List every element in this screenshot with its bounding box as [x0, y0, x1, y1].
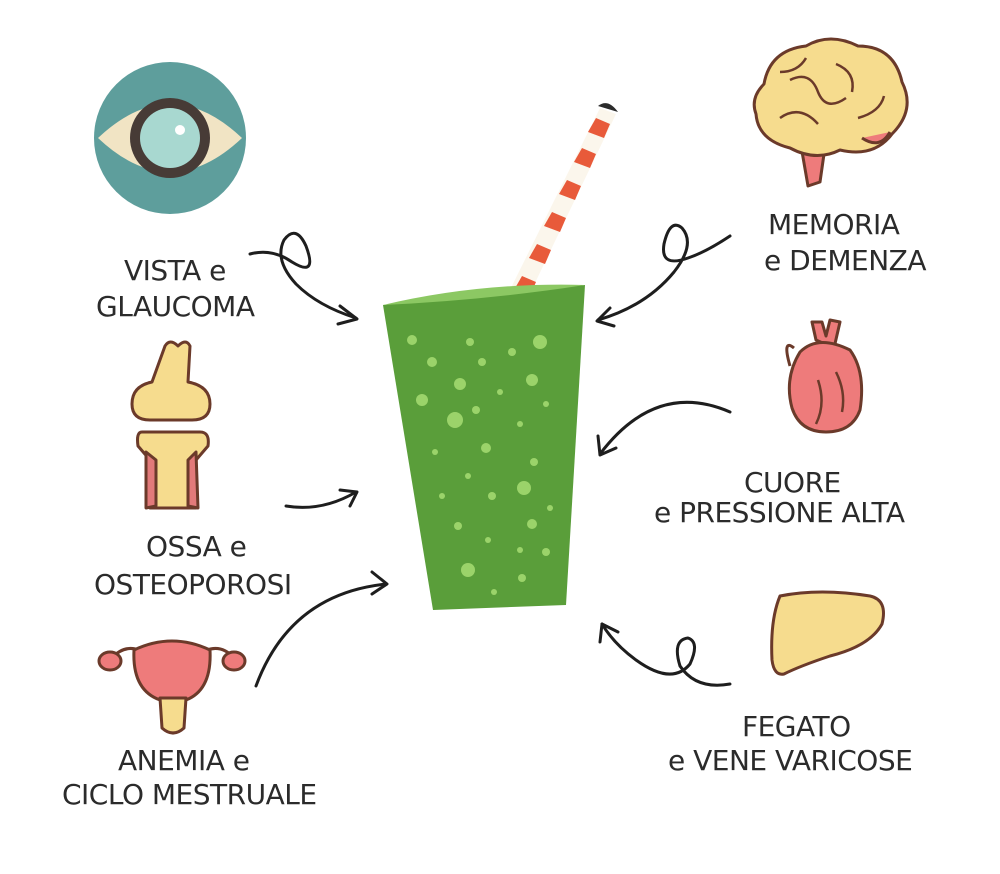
arrow-cuore — [596, 400, 732, 457]
eye-icon — [94, 62, 246, 214]
label-cuore: CUORE — [744, 466, 841, 500]
label-cuore-line2: e PRESSIONE ALTA — [654, 496, 905, 529]
arrow-anemia — [254, 570, 389, 688]
label-memoria-line1: MEMORIA — [768, 208, 900, 241]
label-memoria-2: e DEMENZA — [764, 244, 927, 278]
arrow-memoria — [595, 223, 732, 328]
bone-joint-icon — [130, 340, 212, 510]
straw-icon — [505, 103, 618, 308]
label-cuore-line1: CUORE — [744, 466, 841, 499]
label-vista: VISTA e — [124, 254, 226, 288]
label-anemia-line1: ANEMIA e — [118, 744, 250, 777]
label-anemia-line2: CICLO MESTRUALE — [62, 778, 317, 811]
arrow-vista — [248, 231, 359, 326]
liver-icon — [770, 590, 885, 676]
label-vista-line2: GLAUCOMA — [96, 290, 255, 323]
label-memoria: MEMORIA — [768, 208, 900, 242]
bubbles — [407, 335, 553, 595]
label-vista-2: GLAUCOMA — [96, 290, 255, 324]
label-vista-line1: VISTA e — [124, 254, 226, 287]
label-anemia: ANEMIA e — [118, 744, 250, 778]
arrow-fegato — [598, 622, 732, 687]
arrows — [248, 223, 732, 688]
label-ossa-line1: OSSA e — [146, 530, 247, 563]
heart-icon — [785, 318, 864, 434]
label-fegato-line2: e VENE VARICOSE — [668, 744, 913, 777]
label-cuore-2: e PRESSIONE ALTA — [654, 496, 905, 530]
label-anemia-2: CICLO MESTRUALE — [62, 778, 317, 812]
uterus-icon — [97, 639, 247, 735]
label-ossa-line2: OSTEOPOROSI — [94, 568, 292, 601]
label-memoria-line2: e DEMENZA — [764, 244, 927, 277]
label-ossa-2: OSTEOPOROSI — [94, 568, 292, 602]
arrow-ossa — [284, 488, 359, 509]
smoothie-glass-icon — [383, 284, 585, 610]
label-fegato: FEGATO — [742, 710, 851, 744]
brain-icon — [752, 37, 909, 188]
label-fegato-line1: FEGATO — [742, 710, 851, 743]
label-fegato-2: e VENE VARICOSE — [668, 744, 913, 778]
label-ossa: OSSA e — [146, 530, 247, 564]
